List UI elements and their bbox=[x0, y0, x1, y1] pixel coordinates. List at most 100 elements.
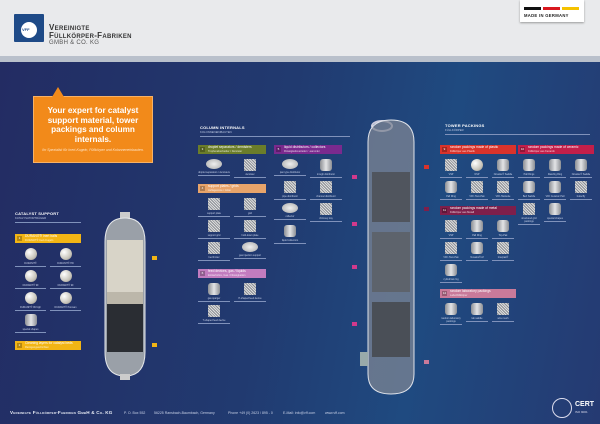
product-item[interactable]: VFF-Twin-Pak bbox=[466, 181, 488, 200]
flag-stripe-gold bbox=[562, 7, 579, 10]
product-item[interactable]: DURANIT® bbox=[15, 248, 46, 267]
product-item[interactable]: random laboratory packings bbox=[440, 303, 462, 325]
product-item[interactable]: pipe distributor bbox=[274, 181, 306, 200]
product-label: special shapes bbox=[22, 328, 39, 331]
product-image-grid-icon bbox=[497, 181, 509, 193]
band-label: random laboratory packings bbox=[450, 288, 491, 293]
product-item[interactable]: DURANIT® HD bbox=[50, 248, 81, 267]
tuv-cert-badge: CERT ISO 9001 bbox=[552, 396, 596, 420]
band-label: feed devices, gas / liquids bbox=[208, 268, 246, 273]
band-number: 1 bbox=[17, 236, 22, 241]
product-item[interactable]: hold-down plate bbox=[234, 220, 266, 239]
slogan-headline: Your expert for catalyst support materia… bbox=[47, 106, 139, 144]
product-item[interactable]: channel distributor bbox=[310, 181, 342, 200]
product-item[interactable]: structured grid packings bbox=[518, 203, 540, 225]
product-item[interactable]: DURANIT® Porosan bbox=[50, 292, 81, 311]
product-label: pan type distributor bbox=[279, 171, 301, 174]
product-item[interactable]: VFF-Hackette bbox=[492, 181, 514, 200]
band-number: 6 bbox=[200, 271, 205, 276]
product-item[interactable]: support grid bbox=[198, 220, 230, 239]
product-item[interactable]: Novalox® Saddle bbox=[570, 159, 592, 178]
product-image-grid-icon bbox=[244, 198, 256, 210]
product-item[interactable]: H-shaped feed device bbox=[234, 283, 266, 302]
product-item[interactable]: butterfly bbox=[570, 181, 592, 200]
product-item[interactable]: VSP bbox=[440, 220, 462, 239]
product-item[interactable]: pan type distributor bbox=[274, 159, 306, 178]
product-item[interactable]: DURANIT® 99 high bbox=[15, 292, 46, 311]
product-item[interactable]: VSP bbox=[440, 159, 462, 178]
product-label: Pall Ring bbox=[472, 234, 482, 237]
flag-stripe-black bbox=[524, 7, 541, 10]
product-item[interactable]: gas injection support bbox=[234, 242, 266, 261]
product-image-plate-icon bbox=[282, 203, 298, 213]
product-item[interactable]: demister bbox=[234, 159, 266, 178]
product-item[interactable]: Interpak® bbox=[492, 242, 514, 261]
product-label: DURANIT® 99 bbox=[57, 284, 74, 287]
marker-5 bbox=[352, 265, 357, 269]
product-item[interactable]: chimney tray bbox=[310, 203, 342, 222]
product-item[interactable]: bed limiter bbox=[198, 242, 230, 261]
product-image-ball-icon bbox=[59, 270, 72, 282]
product-item[interactable]: Pall Ring bbox=[440, 181, 462, 200]
product-label: Pall Ring bbox=[446, 195, 456, 198]
footer-company: Vereinigte Füllkörper-Fabriken GmbH & Co… bbox=[10, 410, 113, 415]
product-item[interactable]: DURANIT® 99 bbox=[50, 270, 81, 289]
product-image-ring-icon bbox=[284, 225, 296, 237]
band-sublabel: Auflageroste / Gitter bbox=[208, 188, 232, 192]
product-label: Novalox® Saddle bbox=[493, 173, 513, 176]
product-item[interactable]: Berl Saddle bbox=[518, 181, 540, 200]
product-item[interactable]: support plate bbox=[198, 198, 230, 217]
product-image-ring-icon bbox=[575, 159, 587, 171]
band-label: droplet separators / demisters bbox=[208, 144, 252, 149]
product-item[interactable]: Pall Rings bbox=[518, 159, 540, 178]
product-item[interactable]: lab saddle bbox=[466, 303, 488, 325]
band-label: liquid distributors / collectors bbox=[284, 144, 326, 149]
product-image-ring-icon bbox=[497, 159, 509, 171]
product-item[interactable]: T-shaped feed device bbox=[198, 305, 230, 324]
slogan-callout: Your expert for catalyst support materia… bbox=[33, 87, 153, 163]
product-item[interactable]: Top-Pak bbox=[492, 220, 514, 239]
product-item[interactable]: liquid collectors bbox=[274, 225, 306, 244]
marker-11 bbox=[424, 207, 429, 211]
product-image-grid-icon bbox=[445, 220, 457, 232]
marker-3 bbox=[352, 175, 357, 179]
product-item[interactable]: cylindrical ring bbox=[440, 264, 462, 283]
product-item[interactable]: special shapes bbox=[15, 314, 46, 333]
product-item[interactable]: DURANIT® 99 bbox=[15, 270, 46, 289]
product-image-grid-icon bbox=[208, 198, 220, 210]
product-item[interactable]: VFF-Twin-Pak bbox=[440, 242, 462, 261]
footer-phone: Phone +49 (0) 2623 / 895 - 0 bbox=[228, 411, 273, 415]
product-item[interactable]: NSP bbox=[466, 159, 488, 178]
product-item[interactable]: wire mesh bbox=[492, 303, 514, 325]
product-image-grid-icon bbox=[320, 203, 332, 215]
footer-website[interactable]: www.vff.com bbox=[325, 411, 345, 415]
band-label: random packings made of ceramic bbox=[528, 144, 579, 149]
product-image-plate-icon bbox=[242, 242, 258, 252]
product-image-grid-icon bbox=[208, 242, 220, 254]
product-item[interactable]: collector bbox=[274, 203, 306, 222]
product-label: gas sparger bbox=[207, 297, 221, 300]
product-item[interactable]: Pall Ring bbox=[466, 220, 488, 239]
product-label: Novalox®-M bbox=[470, 256, 484, 259]
product-item[interactable]: gas sparger bbox=[198, 283, 230, 302]
product-item[interactable]: Raschig Ring bbox=[544, 159, 566, 178]
product-label: butterfly bbox=[576, 195, 586, 198]
product-item[interactable]: VFF Ceramic Pall bbox=[544, 181, 566, 200]
product-label: wire mesh bbox=[497, 317, 509, 320]
product-image-ball-icon bbox=[24, 270, 37, 282]
band-sublabel: Einlaufrohre, Gas / Flüssigkeiten bbox=[208, 273, 246, 277]
product-item[interactable]: droplet separators / demisters bbox=[198, 159, 230, 178]
product-item[interactable]: grid bbox=[234, 198, 266, 217]
product-label: structured grid packings bbox=[521, 217, 537, 223]
product-image-ring-icon bbox=[24, 314, 37, 326]
product-item[interactable]: trough distributor bbox=[310, 159, 342, 178]
product-label: liquid collectors bbox=[281, 239, 299, 242]
product-item[interactable]: special shapes bbox=[544, 203, 566, 225]
footer-email[interactable]: E-Mail: info@vff.com bbox=[283, 411, 316, 415]
product-item[interactable]: Novalox®-M bbox=[466, 242, 488, 261]
product-item[interactable]: Novalox® Saddle bbox=[492, 159, 514, 178]
marker-9 bbox=[424, 165, 429, 169]
